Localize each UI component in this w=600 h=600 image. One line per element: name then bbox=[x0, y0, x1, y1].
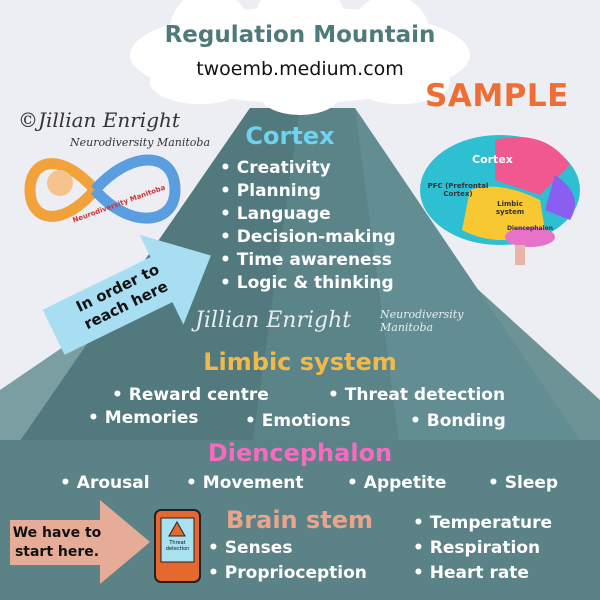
credit-org: Neurodiversity Manitoba bbox=[70, 136, 211, 149]
limbic-item: Memories bbox=[88, 408, 199, 428]
cortex-item: Logic & thinking bbox=[220, 273, 394, 293]
brain-icon bbox=[420, 135, 580, 265]
cortex-item: Decision-making bbox=[220, 227, 396, 247]
page-title: Regulation Mountain bbox=[164, 22, 436, 48]
limbic-title: Limbic system bbox=[203, 348, 397, 376]
brainstem-item: Heart rate bbox=[413, 563, 529, 583]
watermark-org: Neurodiversity Manitoba bbox=[380, 308, 464, 334]
limbic-item: Threat detection bbox=[328, 385, 505, 405]
salmon-arrow bbox=[10, 500, 150, 584]
phone-label: Threat detection bbox=[165, 540, 190, 552]
diencephalon-item: Arousal bbox=[60, 473, 150, 493]
cloud bbox=[130, 0, 470, 115]
brainstem-item: Respiration bbox=[413, 538, 540, 558]
diencephalon-title: Diencephalon bbox=[207, 439, 393, 467]
limbic-item: Emotions bbox=[245, 411, 351, 431]
diencephalon-item: Sleep bbox=[488, 473, 558, 493]
credit-author: ©Jillian Enright bbox=[18, 108, 180, 132]
cortex-title: Cortex bbox=[245, 122, 335, 150]
blue-arrow bbox=[42, 234, 211, 355]
watermark-author: Jillian Enright bbox=[195, 308, 352, 333]
limbic-item: Reward centre bbox=[112, 385, 269, 405]
cortex-item: Language bbox=[220, 204, 331, 224]
brainstem-item: Temperature bbox=[413, 513, 552, 533]
brainstem-item: Senses bbox=[208, 538, 293, 558]
cortex-item: Time awareness bbox=[220, 250, 392, 270]
limbic-item: Bonding bbox=[410, 411, 506, 431]
diencephalon-item: Movement bbox=[186, 473, 304, 493]
bottom-arrow-text: We have to start here. bbox=[12, 525, 102, 560]
brain-label-pfc: PFC (Prefrontal Cortex) bbox=[427, 182, 489, 198]
brain-label-diencephalon: Diencephalon bbox=[506, 225, 554, 232]
sample-stamp: SAMPLE bbox=[425, 78, 569, 114]
infinity-logo-icon bbox=[24, 154, 181, 224]
diencephalon-item: Appetite bbox=[347, 473, 447, 493]
brain-label-limbic: Limbic system bbox=[495, 200, 525, 216]
cortex-item: Planning bbox=[220, 181, 321, 201]
source-url: twoemb.medium.com bbox=[196, 58, 404, 80]
phone-icon bbox=[154, 509, 201, 583]
cortex-item: Creativity bbox=[220, 158, 331, 178]
brainstem-title: Brain stem bbox=[226, 506, 374, 534]
brainstem-item: Proprioception bbox=[208, 563, 367, 583]
brain-label-cortex: Cortex bbox=[472, 153, 513, 166]
